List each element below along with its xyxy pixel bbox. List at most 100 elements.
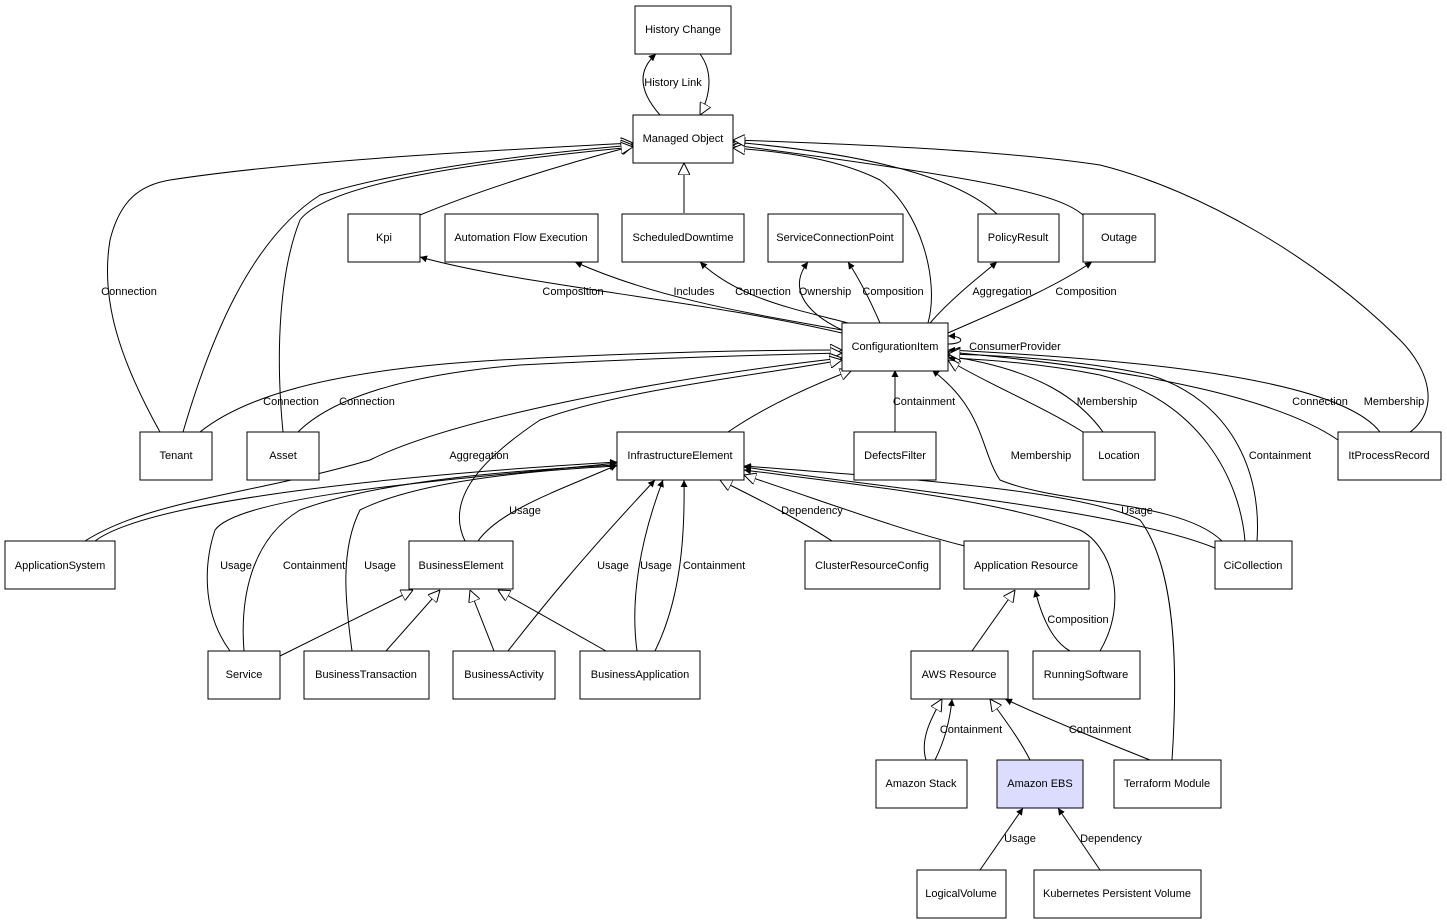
node-managed-object[interactable]: Managed Object [632,114,734,164]
node-configuration-item[interactable]: ConfigurationItem [841,322,949,372]
node-kpi[interactable]: Kpi [347,213,421,263]
edge-label-bactivity-infra: Usage [597,560,629,572]
node-aws-resource[interactable]: AWS Resource [910,650,1009,700]
node-scheduled-downtime[interactable]: ScheduledDowntime [621,213,745,263]
node-business-element[interactable]: BusinessElement [408,540,514,590]
edge-logical-ebs [979,807,1024,871]
node-label: BusinessTransaction [315,669,417,681]
node-location[interactable]: Location [1082,431,1156,481]
node-business-application[interactable]: BusinessApplication [579,650,701,700]
edge-ci-policy [929,261,998,324]
node-label: Tenant [159,450,192,462]
edge-appres-infra [744,475,966,547]
edge-btrans-business [385,590,440,652]
edge-k8s-ebs [1057,807,1101,871]
node-business-transaction[interactable]: BusinessTransaction [303,650,430,700]
edge-label-ci-policy: Aggregation [972,286,1031,298]
node-business-activity[interactable]: BusinessActivity [452,650,556,700]
edge-label-running-appres: Composition [1047,614,1108,626]
node-asset[interactable]: Asset [246,431,320,481]
edge-running-appres [1033,589,1071,652]
node-service-connection-point[interactable]: ServiceConnectionPoint [767,213,904,263]
node-label: Managed Object [643,133,724,145]
edge-label-cicoll-ci-member: Membership [1011,450,1072,462]
node-label: Automation Flow Execution [454,232,587,244]
edge-itprocess-ci [948,352,1339,441]
edge-label-asset-ci: Connection [339,396,395,408]
node-running-software[interactable]: RunningSoftware [1032,650,1141,700]
edge-itprocess-ci-2 [947,346,1381,433]
edge-location-ci-2 [948,356,1104,433]
node-cluster-resource-config[interactable]: ClusterResourceConfig [804,540,941,590]
edge-tenant-managed [107,143,633,433]
node-outage[interactable]: Outage [1082,213,1156,263]
node-policy-result[interactable]: PolicyResult [977,213,1060,263]
node-label: Terraform Module [1124,778,1210,790]
node-label: ScheduledDowntime [633,232,734,244]
node-label: Kubernetes Persistent Volume [1043,888,1191,900]
node-label: ServiceConnectionPoint [776,232,893,244]
edge-label-service-infra-usage: Usage [220,560,252,572]
node-label: LogicalVolume [925,888,997,900]
node-label: PolicyResult [988,232,1049,244]
edge-infra-ci [727,370,852,433]
nodes: History Change Managed Object Kpi Automa… [4,5,1442,919]
edge-label-ci-self: ConsumerProvider [969,341,1061,353]
node-amazon-stack[interactable]: Amazon Stack [875,759,968,809]
edge-label-btrans-infra: Usage [364,560,396,572]
node-history-change[interactable]: History Change [634,5,732,55]
node-service[interactable]: Service [207,650,281,700]
edge-label-tenant-ci: Connection [263,396,319,408]
node-terraform-module[interactable]: Terraform Module [1113,759,1222,809]
edge-label-service-infra-contain: Containment [283,560,345,572]
node-amazon-ebs[interactable]: Amazon EBS [996,759,1084,809]
edge-label-ci-kpi: Composition [542,286,603,298]
edge-history-link-up [642,53,661,116]
edge-bactivity-business [470,590,495,652]
node-infrastructure-element[interactable]: InfrastructureElement [616,431,745,481]
edge-cicoll-ci-contain-2 [948,354,1259,542]
edge-label-itp-ci: Connection [1292,396,1348,408]
edge-ci-sched [699,261,849,324]
edge-policy-managed [733,142,998,215]
edge-label-terraform-aws: Containment [1069,724,1131,736]
node-label: Location [1098,450,1140,462]
node-defects-filter[interactable]: DefectsFilter [853,431,937,481]
node-itprocess-record[interactable]: ItProcessRecord [1337,431,1442,481]
node-application-system[interactable]: ApplicationSystem [4,540,116,590]
edge-labels: History Link Connection Composition Incl… [101,77,1424,845]
edge-stack-aws [923,699,942,761]
edge-label-business-infra: Usage [509,505,541,517]
edge-running-infra [743,467,1116,652]
edge-history-link-down [700,53,709,115]
edge-label-k8s-ebs: Dependency [1080,833,1142,845]
edge-label-history-link: History Link [644,77,702,89]
node-logical-volume[interactable]: LogicalVolume [916,869,1007,919]
node-ci-collection[interactable]: CiCollection [1214,540,1293,590]
edge-service-business [279,590,413,657]
edge-tenant-ci [199,350,842,433]
node-label: ConfigurationItem [852,341,939,353]
edge-cluster-infra [720,480,833,542]
edge-appsys-ci [84,358,842,542]
edge-label-logical-ebs: Usage [1004,833,1036,845]
edge-tenant-managed-2 [182,145,633,433]
node-kubernetes-persistent-volume[interactable]: Kubernetes Persistent Volume [1033,869,1202,919]
node-tenant[interactable]: Tenant [139,431,213,481]
edge-label-cluster-infra: Dependency [781,505,843,517]
edge-ci-kpi [419,255,843,334]
edge-label-tenant-connection: Connection [101,286,157,298]
edge-outage-managed [733,145,1084,216]
edge-label-ci-defects: Containment [893,396,955,408]
edge-cicoll-infra [743,464,1216,549]
node-label: Application Resource [974,560,1078,572]
node-application-resource[interactable]: Application Resource [963,540,1090,590]
node-automation-flow-execution[interactable]: Automation Flow Execution [444,213,599,263]
node-label: Amazon Stack [886,778,957,790]
node-label: History Change [645,24,721,36]
edge-service-infra-usage [206,460,618,652]
edge-business-ci [458,360,842,542]
edge-btrans-infra [345,462,618,652]
edge-bapp-infra-usage [634,479,664,652]
